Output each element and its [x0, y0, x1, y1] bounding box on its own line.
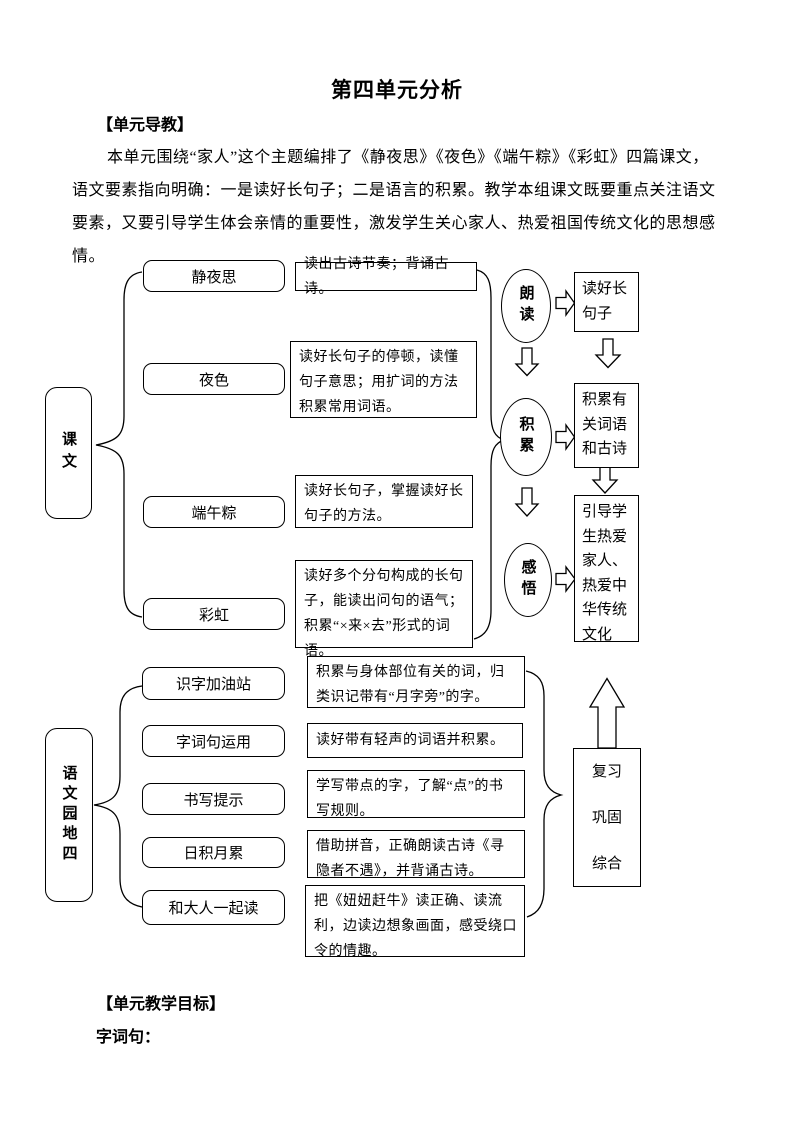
objectives-subheading-words: 字词句： [96, 1029, 161, 1046]
method-ellipse-accumulate: 积累 [500, 398, 552, 476]
topic-box-hedaren-yiqidu: 和大人一起读 [142, 890, 285, 925]
block-arrow-down-ellipse-2 [516, 488, 538, 516]
desc-box-duanwuzong: 读好长句子，掌握读好长句子的方法。 [295, 475, 473, 528]
topic-box-shizi-jiayouzhan: 识字加油站 [142, 667, 285, 700]
desc-box-zicijuyunyong: 读好带有轻声的词语并积累。 [307, 723, 523, 758]
block-arrow-up-summary [590, 679, 624, 749]
outcome-box-accumulate: 积累有关词语和古诗 [574, 383, 639, 468]
desc-box-shuxietishi: 学写带点的字，了解“点”的书写规则。 [307, 770, 525, 819]
block-arrow-right-accumulate [556, 425, 575, 449]
outcome-box-reading: 读好长句子 [574, 272, 639, 332]
topic-box-caihong: 彩虹 [143, 598, 285, 630]
desc-box-jingyesi: 读出古诗节奏；背诵古诗。 [295, 257, 477, 297]
category-box-texts-label: 课文 [60, 431, 76, 475]
brace-texts-left [96, 272, 142, 617]
category-box-garden-label: 语文园地四 [60, 765, 77, 865]
desc-box-rijiyuelei: 借助拼音，正确朗读古诗《寻隐者不遇》，并背诵古诗。 [307, 830, 525, 879]
topic-box-duanwuzong: 端午粽 [143, 496, 285, 528]
method-ellipse-reading: 朗读 [501, 269, 551, 343]
method-ellipse-perceive: 感悟 [504, 543, 552, 617]
method-ellipse-perceive-label: 感悟 [519, 559, 536, 601]
category-box-texts: 课文 [45, 387, 92, 519]
document-title: 第四单元分析 [331, 78, 463, 102]
block-arrow-right-reading [556, 291, 575, 315]
desc-box-caihong: 读好多个分句构成的长句子，能读出问句的语气；积累“×来×去”形式的词语。 [295, 560, 473, 659]
topic-box-shuxietishi: 书写提示 [142, 783, 285, 815]
method-ellipse-reading-label: 朗读 [517, 285, 534, 327]
category-box-garden: 语文园地四 [45, 728, 93, 902]
topic-box-jingyesi: 静夜思 [143, 260, 285, 292]
section-header-unit-objectives: 【单元教学目标】 [97, 996, 226, 1013]
outcome-box-perceive: 引导学生热爱家人、热爱中华传统文化 [574, 495, 639, 643]
block-arrow-right-perceive [556, 567, 575, 591]
topic-box-rijiyuelei: 日积月累 [142, 837, 285, 868]
method-ellipse-accumulate-label: 积累 [517, 416, 534, 458]
topic-box-zicijuyunyong: 字词句运用 [142, 725, 285, 757]
block-arrow-down-outcome-1 [596, 339, 620, 368]
block-arrow-down-ellipse-1 [516, 348, 538, 376]
desc-box-hedaren-yiqidu: 把《妞妞赶牛》读正确、读流利，边读边想象画面，感受绕口令的情趣。 [305, 885, 525, 959]
section-header-unit-guide: 【单元导教】 [97, 117, 194, 134]
topic-box-yese: 夜色 [143, 363, 285, 395]
brace-garden-left [94, 686, 142, 907]
brace-texts-right [474, 270, 504, 639]
desc-box-shizi-jiayouzhan: 积累与身体部位有关的词，归类识记带有“月字旁”的字。 [307, 656, 525, 708]
summary-box-review: 复习 巩固 综合 [573, 748, 641, 887]
unit-guide-paragraph: 本单元围绕“家人”这个主题编排了《静夜思》《夜色》《端午粽》《彩虹》四篇课文，语… [72, 149, 716, 265]
brace-garden-right [526, 671, 561, 917]
desc-box-yese: 读好长句子的停顿，读懂句子意思；用扩词的方法积累常用词语。 [290, 341, 477, 418]
